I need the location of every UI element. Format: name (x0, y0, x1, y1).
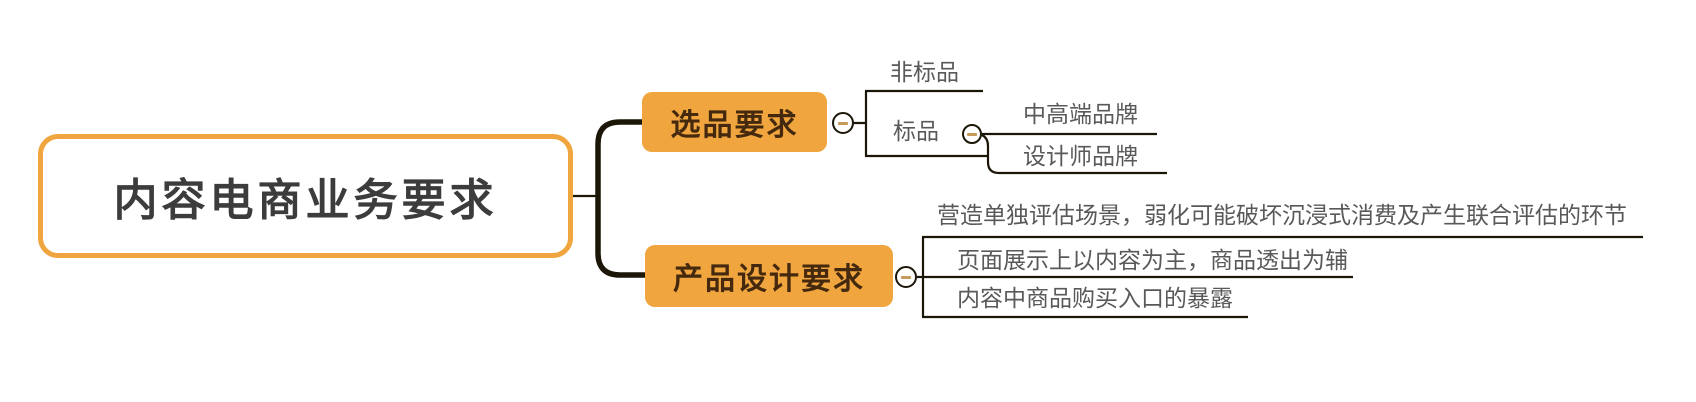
root-topic-label: 内容电商业务要求 (113, 176, 498, 225)
branch-topic-product-design-requirements[interactable]: 产品设计要求 (645, 245, 893, 307)
leaf-topic-standard-goods[interactable]: 标品 (893, 117, 939, 145)
leaf-topic-evaluation-scene[interactable]: 营造单独评估场景，弱化可能破坏沉浸式消费及产生联合评估的环节 (937, 201, 1627, 229)
branch1-label: 选品要求 (670, 109, 799, 142)
biaopin-children-bracket (981, 132, 1167, 175)
leaf-topic-mid-high-end-brands[interactable]: 中高端品牌 (1023, 100, 1138, 128)
branch-topic-selection-requirements[interactable]: 选品要求 (642, 92, 827, 152)
collapse-toggle-branch2[interactable] (895, 266, 917, 288)
leaf-label: 页面展示上以内容为主，商品透出为辅 (957, 247, 1348, 273)
minus-icon (838, 121, 848, 125)
leaf-topic-designer-brands[interactable]: 设计师品牌 (1023, 142, 1138, 170)
branch2-children-bracket (917, 235, 1643, 319)
leaf-label: 营造单独评估场景，弱化可能破坏沉浸式消费及产生联合评估的环节 (937, 202, 1627, 228)
leaf-topic-purchase-entry-exposure[interactable]: 内容中商品购买入口的暴露 (957, 284, 1233, 312)
leaf-label: 标品 (893, 118, 939, 144)
collapse-toggle-standard-goods[interactable] (962, 124, 982, 144)
branch1-children-bracket (854, 89, 987, 158)
collapse-toggle-branch1[interactable] (832, 112, 854, 134)
leaf-label: 设计师品牌 (1023, 143, 1138, 169)
branch2-label: 产品设计要求 (673, 263, 865, 296)
leaf-label: 中高端品牌 (1023, 101, 1138, 127)
main-bracket-connector (595, 119, 650, 278)
minus-icon (967, 132, 977, 136)
leaf-label: 内容中商品购买入口的暴露 (957, 285, 1233, 311)
leaf-label: 非标品 (890, 59, 959, 85)
leaf-topic-content-first-display[interactable]: 页面展示上以内容为主，商品透出为辅 (957, 246, 1348, 274)
leaf-topic-non-standard-goods[interactable]: 非标品 (890, 58, 959, 86)
minus-icon (901, 275, 911, 279)
root-topic[interactable]: 内容电商业务要求 (38, 134, 573, 258)
